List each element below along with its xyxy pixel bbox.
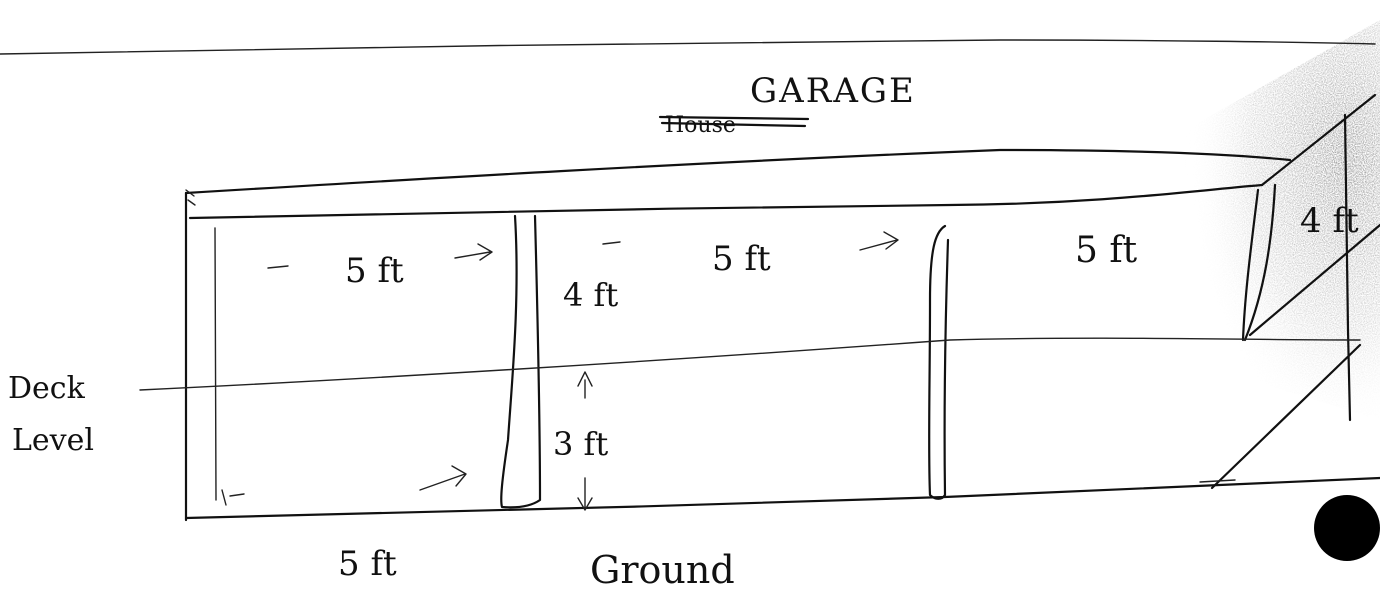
panel2-width-label: 5 ft: [712, 239, 771, 279]
house-strikethrough: [658, 115, 810, 128]
end-diagonal-upper: [1260, 93, 1377, 187]
bottom-rail: [184, 476, 1380, 520]
lower-height-label: 3 ft: [553, 425, 608, 463]
end-height-label: 4 ft: [1300, 201, 1359, 241]
top-rail-lower: [188, 183, 1264, 220]
panel3-width-label: 5 ft: [1075, 230, 1138, 271]
deck-level-label-line2: Level: [12, 423, 94, 458]
panel1-width-label: 5 ft: [345, 251, 404, 291]
bottom-width-label: 5 ft: [338, 544, 397, 584]
top-rail-upper: [184, 148, 1292, 195]
end-post: [1241, 183, 1277, 342]
post-2: [500, 214, 542, 509]
bottom-end-tick: [1199, 479, 1236, 483]
dimension-arrows: [221, 231, 899, 511]
left-post-mark: [185, 189, 196, 206]
ground-label: Ground: [590, 548, 735, 589]
scan-shadow: [1150, 20, 1380, 420]
deck-level-label-line1: Deck: [8, 371, 86, 406]
end-bottom-diagonal: [1210, 343, 1362, 490]
upper-height-label: 4 ft: [563, 276, 618, 314]
end-vertical: [1343, 113, 1352, 422]
left-post-inner: [214, 227, 217, 501]
garage-label: GARAGE: [750, 71, 916, 111]
hole-punch-dot: [1314, 495, 1380, 561]
end-diagonal-lower: [1248, 223, 1380, 337]
post-3: [928, 224, 950, 500]
garage-wall-line: [0, 39, 1376, 55]
deck-level-line: [139, 337, 1361, 391]
